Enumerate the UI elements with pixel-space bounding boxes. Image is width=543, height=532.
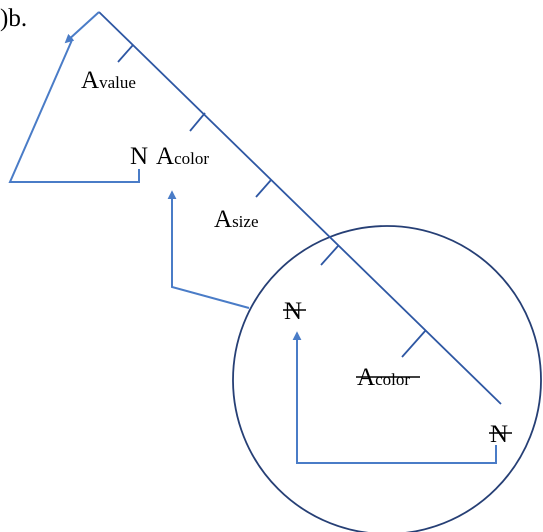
spine-tick-1 (117, 44, 134, 63)
middle-loop-arrow (167, 190, 250, 309)
label-n-struck-2: N (490, 421, 508, 448)
label-n-struck-1: N (284, 298, 302, 325)
figure-caption: )b. (0, 5, 27, 32)
label-a-size: Asize (214, 206, 259, 233)
label-a-color: Acolor (156, 143, 209, 170)
inner-loop-arrow (292, 331, 497, 464)
spine-tick-2 (189, 112, 206, 132)
spine-roof-line (64, 11, 100, 44)
top-left-loop-arrow (8, 39, 140, 183)
spine-tick-5 (401, 329, 427, 358)
focus-circle (232, 225, 542, 532)
spine-tick-3 (255, 179, 272, 198)
main-spine-line (98, 11, 502, 405)
label-n-top: N (130, 143, 148, 170)
label-a-value: Avalue (81, 67, 136, 94)
spine-tick-4 (320, 245, 339, 266)
